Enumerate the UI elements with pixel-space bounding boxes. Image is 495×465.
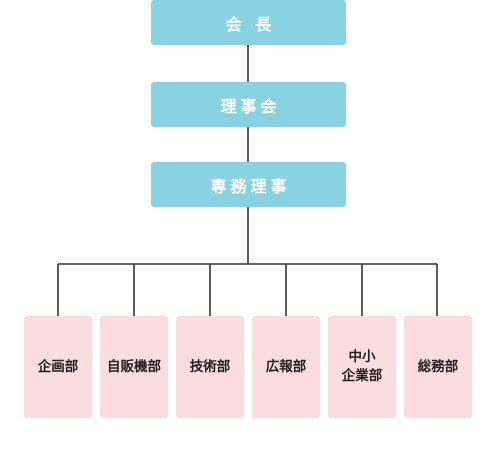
dept-vending-machine-label: 自販機部 (107, 358, 161, 375)
dept-technical-box: 技術部 (176, 316, 244, 418)
department-row: 企画部 自販機部 技術部 広報部 中小 企業部 総務部 (24, 316, 472, 418)
managing-director-box: 専務理事 (151, 162, 346, 207)
managing-director-label: 専務理事 (210, 176, 291, 196)
dept-general-affairs-box: 総務部 (404, 316, 472, 418)
dept-general-affairs-label: 総務部 (417, 358, 459, 375)
board-of-directors-box: 理事会 (151, 82, 346, 127)
president-label: 会 長 (225, 14, 276, 34)
dept-public-relations-box: 広報部 (252, 316, 320, 418)
dept-vending-machine-box: 自販機部 (100, 316, 168, 418)
dept-planning-label: 企画部 (37, 358, 79, 375)
dept-sme-label: 中小 企業部 (341, 349, 383, 384)
dept-planning-box: 企画部 (24, 316, 92, 418)
dept-public-relations-label: 広報部 (265, 358, 307, 375)
president-box: 会 長 (151, 0, 346, 45)
dept-sme-box: 中小 企業部 (328, 316, 396, 418)
dept-technical-label: 技術部 (189, 358, 231, 375)
board-label: 理事会 (220, 96, 281, 116)
